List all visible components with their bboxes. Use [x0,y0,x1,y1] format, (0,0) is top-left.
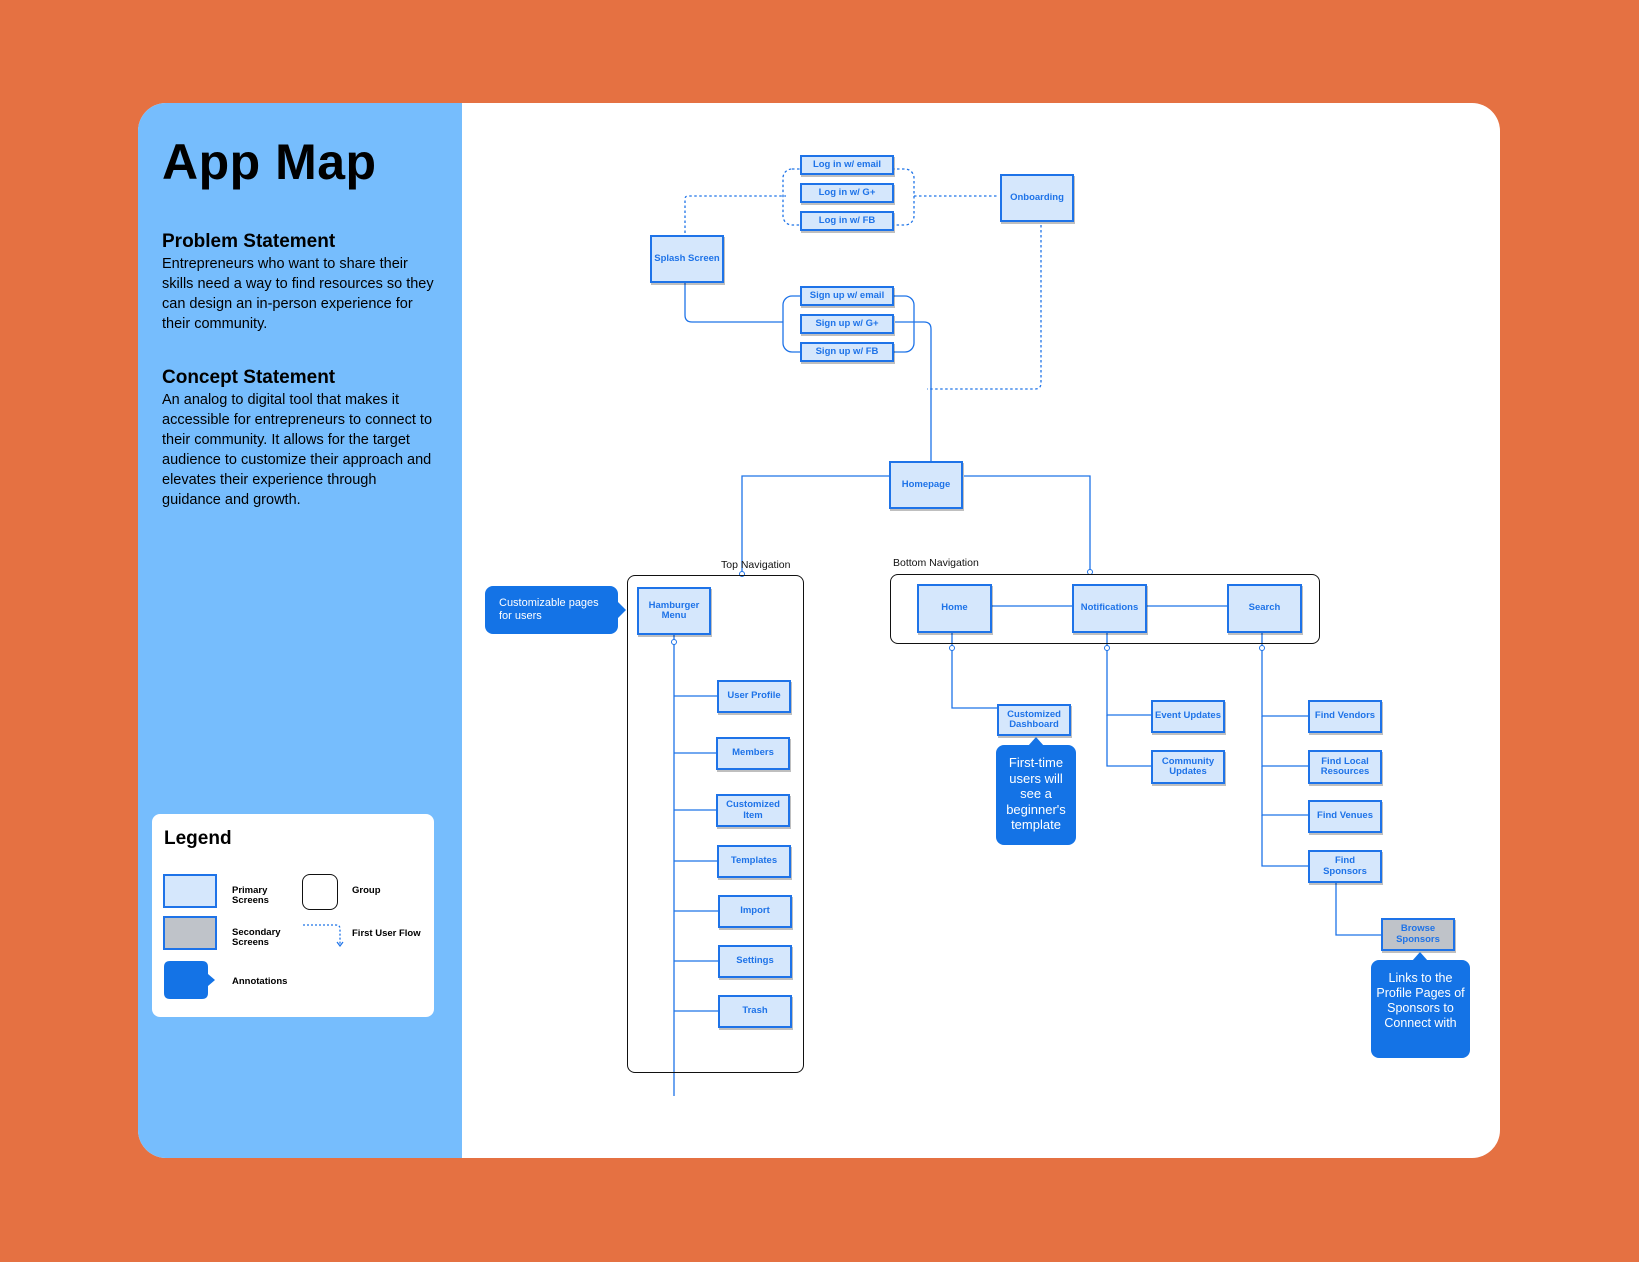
members-screen[interactable]: Members [716,737,790,770]
find-local-resources-screen[interactable]: Find Local Resources [1308,750,1382,784]
home-screen[interactable]: Home [917,584,992,633]
templates-screen[interactable]: Templates [717,845,791,878]
hamburger-menu-screen[interactable]: Hamburger Menu [637,587,711,635]
annotation-pointer [617,601,626,619]
event-updates-screen[interactable]: Event Updates [1151,700,1225,733]
bottom-navigation-label: Bottom Navigation [893,557,979,569]
login-google-screen[interactable]: Log in w/ G+ [800,183,894,203]
find-sponsors-screen[interactable]: Find Sponsors [1308,850,1382,883]
annotation-pointer [1412,952,1428,961]
onboarding-screen[interactable]: Onboarding [1000,174,1074,222]
settings-screen[interactable]: Settings [718,945,792,978]
legend-secondary-label: Secondary Screens [232,927,281,948]
legend-group-label: Group [352,885,381,896]
import-screen[interactable]: Import [718,895,792,928]
customizable-pages-annotation: Customizable pages for users [485,586,618,634]
problem-text: Entrepreneurs who want to share their sk… [162,256,434,332]
annotation-pointer [1028,737,1044,746]
legend-annotation-label: Annotations [232,976,288,987]
bottom-navigation-group [890,574,1320,644]
legend-secondary-swatch [163,916,217,950]
signup-facebook-screen[interactable]: Sign up w/ FB [800,342,894,362]
legend-annotation-swatch [164,961,215,999]
login-email-screen[interactable]: Log in w/ email [800,155,894,175]
page-title: App Map [162,134,377,190]
legend-title: Legend [164,828,232,849]
login-facebook-screen[interactable]: Log in w/ FB [800,211,894,231]
user-profile-screen[interactable]: User Profile [717,680,791,713]
connector-lines [671,168,1381,1096]
find-venues-screen[interactable]: Find Venues [1308,800,1382,833]
top-navigation-label: Top Navigation [721,559,791,571]
browse-sponsors-screen[interactable]: Browse Sponsors [1381,918,1455,951]
homepage-screen[interactable]: Homepage [889,461,963,509]
app-map-card: App Map Problem Statement Entrepreneurs … [138,103,1500,1158]
problem-heading: Problem Statement [162,231,336,252]
legend-flow-icon [303,924,344,947]
sponsors-link-annotation: Links to the Profile Pages of Sponsors t… [1371,960,1470,1058]
concept-heading: Concept Statement [162,367,336,388]
concept-text: An analog to digital tool that makes it … [162,392,433,508]
search-screen[interactable]: Search [1227,584,1302,633]
customized-dashboard-screen[interactable]: Customized Dashboard [997,704,1071,736]
find-vendors-screen[interactable]: Find Vendors [1308,700,1382,733]
signup-google-screen[interactable]: Sign up w/ G+ [800,314,894,334]
trash-screen[interactable]: Trash [718,995,792,1028]
first-time-users-annotation: First-time users will see a beginner's t… [996,745,1076,845]
splash-screen[interactable]: Splash Screen [650,235,724,283]
notifications-screen[interactable]: Notifications [1072,584,1147,633]
legend-group-swatch [302,874,338,910]
sidebar: App Map Problem Statement Entrepreneurs … [138,103,462,1158]
legend-flow-label: First User Flow [352,928,421,939]
legend: Legend Primary Screens Secondary Screens… [152,814,434,1017]
legend-primary-swatch [163,874,217,908]
customized-item-screen[interactable]: Customized Item [716,794,790,827]
community-updates-screen[interactable]: Community Updates [1151,750,1225,784]
signup-email-screen[interactable]: Sign up w/ email [800,286,894,306]
legend-primary-label: Primary Screens [232,885,269,906]
top-navigation-group [627,575,804,1073]
